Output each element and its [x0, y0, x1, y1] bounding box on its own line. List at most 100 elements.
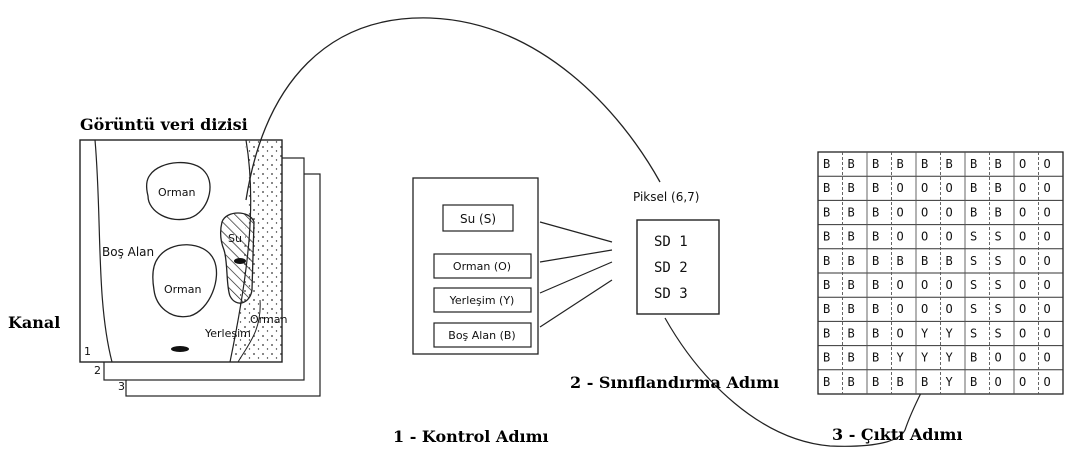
output-cell: B: [970, 205, 977, 219]
output-cell: S: [995, 230, 1002, 244]
settlement-label: Yerleşim: [204, 327, 251, 340]
output-cell: S: [970, 302, 977, 316]
output-cell: B: [872, 278, 879, 292]
output-cell: B: [823, 181, 830, 195]
output-cell: O: [946, 278, 953, 292]
output-cell: B: [872, 351, 879, 365]
output-cell: B: [897, 157, 904, 171]
output-cell: B: [848, 254, 855, 268]
forest-bottom-label: Orman: [164, 283, 201, 296]
output-cell: S: [970, 278, 977, 292]
classification-step: Piksel (6,7) SD 1 SD 2 SD 3: [633, 190, 720, 315]
output-cell: B: [872, 230, 879, 244]
settlement-boundary: [237, 299, 261, 363]
output-cell: S: [995, 302, 1002, 316]
dark-spot: [234, 258, 246, 264]
output-cell: O: [946, 205, 953, 219]
output-cell: O: [1044, 351, 1051, 365]
output-cell: B: [921, 375, 928, 389]
output-cell: B: [872, 326, 879, 340]
output-cell: B: [995, 181, 1002, 195]
output-cell: B: [823, 375, 830, 389]
bare-land-label: Boş Alan: [102, 245, 154, 259]
output-cell: B: [970, 351, 977, 365]
output-cell: Y: [921, 351, 929, 365]
output-cell: B: [823, 157, 830, 171]
fan-line: [539, 249, 613, 263]
class-label-settlement: Yerleşim (Y): [449, 294, 515, 307]
water-region: [220, 212, 255, 304]
output-cell: B: [897, 375, 904, 389]
classification-step-caption: 2 - Sınıflandırma Adımı: [570, 373, 779, 392]
output-cell: Y: [897, 351, 905, 365]
output-cell: S: [995, 278, 1002, 292]
output-cell: B: [872, 181, 879, 195]
output-cell: O: [1019, 254, 1026, 268]
output-cell: O: [1019, 157, 1026, 171]
output-cell: O: [1044, 254, 1051, 268]
output-cell: B: [848, 181, 855, 195]
output-cell: O: [1044, 375, 1051, 389]
layer-number-1: 1: [84, 345, 91, 358]
output-cell: B: [823, 230, 830, 244]
output-cell: O: [1044, 205, 1051, 219]
output-cell: O: [995, 351, 1002, 365]
output-cell: O: [1044, 326, 1051, 340]
fan-line: [539, 261, 613, 294]
output-cell: B: [823, 302, 830, 316]
class-box-bare: [433, 322, 532, 348]
forest-right-label: Orman: [250, 313, 287, 326]
output-cell: O: [897, 302, 904, 316]
output-cell: B: [872, 157, 879, 171]
class-box-settlement: [433, 287, 532, 313]
output-cell: O: [921, 302, 928, 316]
output-cell: O: [1019, 181, 1026, 195]
output-cell: B: [946, 254, 953, 268]
output-cell: B: [946, 157, 953, 171]
output-cell: O: [995, 375, 1002, 389]
forest-region-bottom: [152, 244, 218, 318]
dotted-region: [232, 140, 282, 362]
class-label-bare: Boş Alan (B): [448, 329, 515, 342]
output-cell: O: [946, 230, 953, 244]
control-step-caption: 1 - Kontrol Adımı: [393, 427, 549, 446]
output-cell: O: [921, 230, 928, 244]
class-label-forest: Orman (O): [453, 260, 511, 273]
channel-label: Kanal: [8, 313, 60, 332]
output-cell: B: [848, 278, 855, 292]
output-cell: S: [970, 254, 977, 268]
output-cell: O: [1019, 230, 1026, 244]
output-cell: O: [897, 230, 904, 244]
output-cell: O: [921, 205, 928, 219]
fan-line: [539, 221, 613, 243]
output-step-caption: 3 - Çıktı Adımı: [832, 425, 963, 444]
output-cell: O: [1019, 302, 1026, 316]
output-cell: B: [872, 375, 879, 389]
output-cell: O: [1019, 351, 1026, 365]
class-label-water: Su (S): [460, 212, 496, 226]
output-cell: O: [897, 326, 904, 340]
connector-curve-bottom: [664, 317, 936, 447]
output-cell: O: [921, 181, 928, 195]
output-cell: O: [946, 181, 953, 195]
sd-value-3: SD 3: [654, 286, 688, 302]
dark-spot: [171, 346, 189, 352]
image-layer-stack: Orman Boş Alan Su Orman Yerleşim Orman 1…: [79, 139, 321, 397]
output-cell: S: [995, 326, 1002, 340]
left-boundary: [94, 139, 113, 363]
output-cell: B: [970, 157, 977, 171]
image-grid-title: Görüntü veri dizisi: [80, 115, 248, 134]
output-cell: O: [897, 205, 904, 219]
output-cell: B: [823, 278, 830, 292]
output-cell: B: [823, 351, 830, 365]
output-cell: B: [848, 302, 855, 316]
output-cell: B: [872, 302, 879, 316]
sd-value-2: SD 2: [654, 260, 688, 276]
output-cell: B: [897, 254, 904, 268]
output-cell: Y: [921, 326, 929, 340]
control-step: Su (S) Orman (O) Yerleşim (Y) Boş Alan (…: [412, 177, 539, 355]
output-cell: B: [848, 351, 855, 365]
output-cell: O: [1019, 278, 1026, 292]
output-cell: O: [1044, 157, 1051, 171]
